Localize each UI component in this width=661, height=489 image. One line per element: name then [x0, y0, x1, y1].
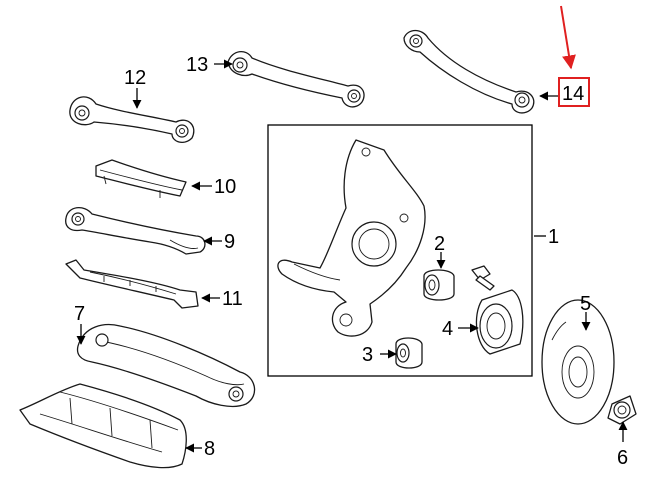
- knuckle-1: [277, 139, 426, 337]
- cover-10: [95, 159, 187, 198]
- control-arm-12: [69, 96, 195, 144]
- callout-5: 5: [580, 293, 591, 315]
- upper-control-arm-14: [403, 29, 535, 114]
- bolt: [471, 265, 495, 291]
- knuckle-assembly-frame: [267, 124, 533, 377]
- bushing-2: [423, 269, 455, 301]
- callout-1: 1: [548, 226, 559, 248]
- bushing-3: [395, 337, 423, 369]
- callout-12: 12: [124, 67, 146, 89]
- highlight-box: [558, 77, 590, 107]
- lower-control-arm-9: [65, 207, 206, 255]
- callout-10: 10: [214, 176, 236, 198]
- lower-arm-7: [76, 323, 256, 408]
- callout-14: 14: [562, 83, 584, 105]
- callout-7: 7: [74, 303, 85, 325]
- callout-9: 9: [224, 231, 235, 253]
- shield-11: [65, 259, 199, 309]
- undertray-8: [19, 383, 187, 469]
- callout-6: 6: [617, 447, 628, 469]
- callout-11: 11: [222, 288, 243, 310]
- callout-3: 3: [362, 344, 373, 366]
- callout-13: 13: [186, 54, 208, 76]
- highlight-arrow: [560, 5, 576, 70]
- rotor-5: [541, 299, 615, 425]
- callout-2: 2: [434, 233, 445, 255]
- callout-4: 4: [442, 318, 453, 340]
- nut-6: [607, 395, 637, 425]
- hub-4: [475, 289, 524, 355]
- upper-control-arm-13: [227, 51, 365, 108]
- callout-8: 8: [204, 438, 215, 460]
